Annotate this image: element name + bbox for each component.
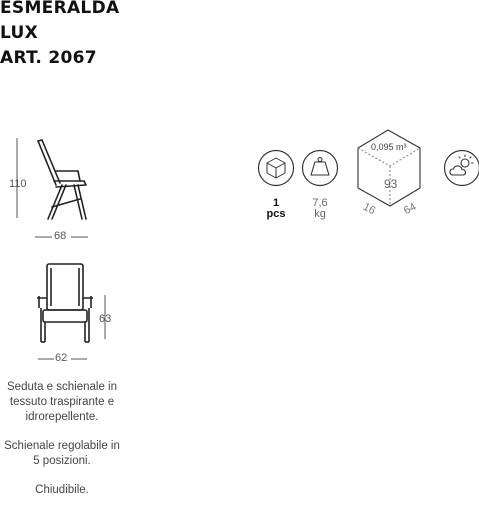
chair-front-view (37, 263, 93, 343)
description-folding: Chiudibile. (35, 484, 89, 496)
description-fabric: Seduta e schienale in tessuto traspirant… (7, 381, 117, 423)
pieces-value: 1 (272, 197, 280, 209)
pieces-label: 1 pcs (260, 198, 292, 220)
product-description: Seduta e schienale in tessuto traspirant… (0, 380, 124, 512)
carton-icon (357, 129, 421, 207)
weight-icon (301, 149, 339, 187)
box-height: 93 (384, 177, 398, 191)
height-dimension: 110 (9, 178, 27, 190)
chair-side-view (37, 139, 87, 220)
weight-unit: kg (314, 208, 326, 220)
weight-value: 7,6 (312, 197, 328, 209)
box-icon (257, 149, 295, 187)
sun-cloud-icon (443, 149, 479, 187)
side-depth-dimension: 68 (54, 230, 67, 242)
box-volume: 0,095 m³ (371, 142, 407, 152)
depth-dimension-line (35, 236, 88, 238)
product-name-line2: LUX (0, 23, 39, 43)
weight-label: 7,6 kg (304, 198, 336, 220)
product-name-line1: ESMERALDA (0, 0, 120, 18)
seat-height-dimension: 63 (99, 313, 112, 325)
width-dimension-line (38, 358, 87, 360)
article-number: ART. 2067 (0, 48, 97, 68)
description-backrest: Schienale regolabile in 5 posizioni. (4, 440, 120, 467)
seat-height-dimension-line (104, 295, 106, 339)
pieces-unit: pcs (266, 208, 286, 220)
height-dimension-line (16, 138, 18, 218)
front-width-dimension: 62 (55, 352, 68, 364)
product-title: ESMERALDA LUX ART. 2067 (0, 0, 119, 71)
